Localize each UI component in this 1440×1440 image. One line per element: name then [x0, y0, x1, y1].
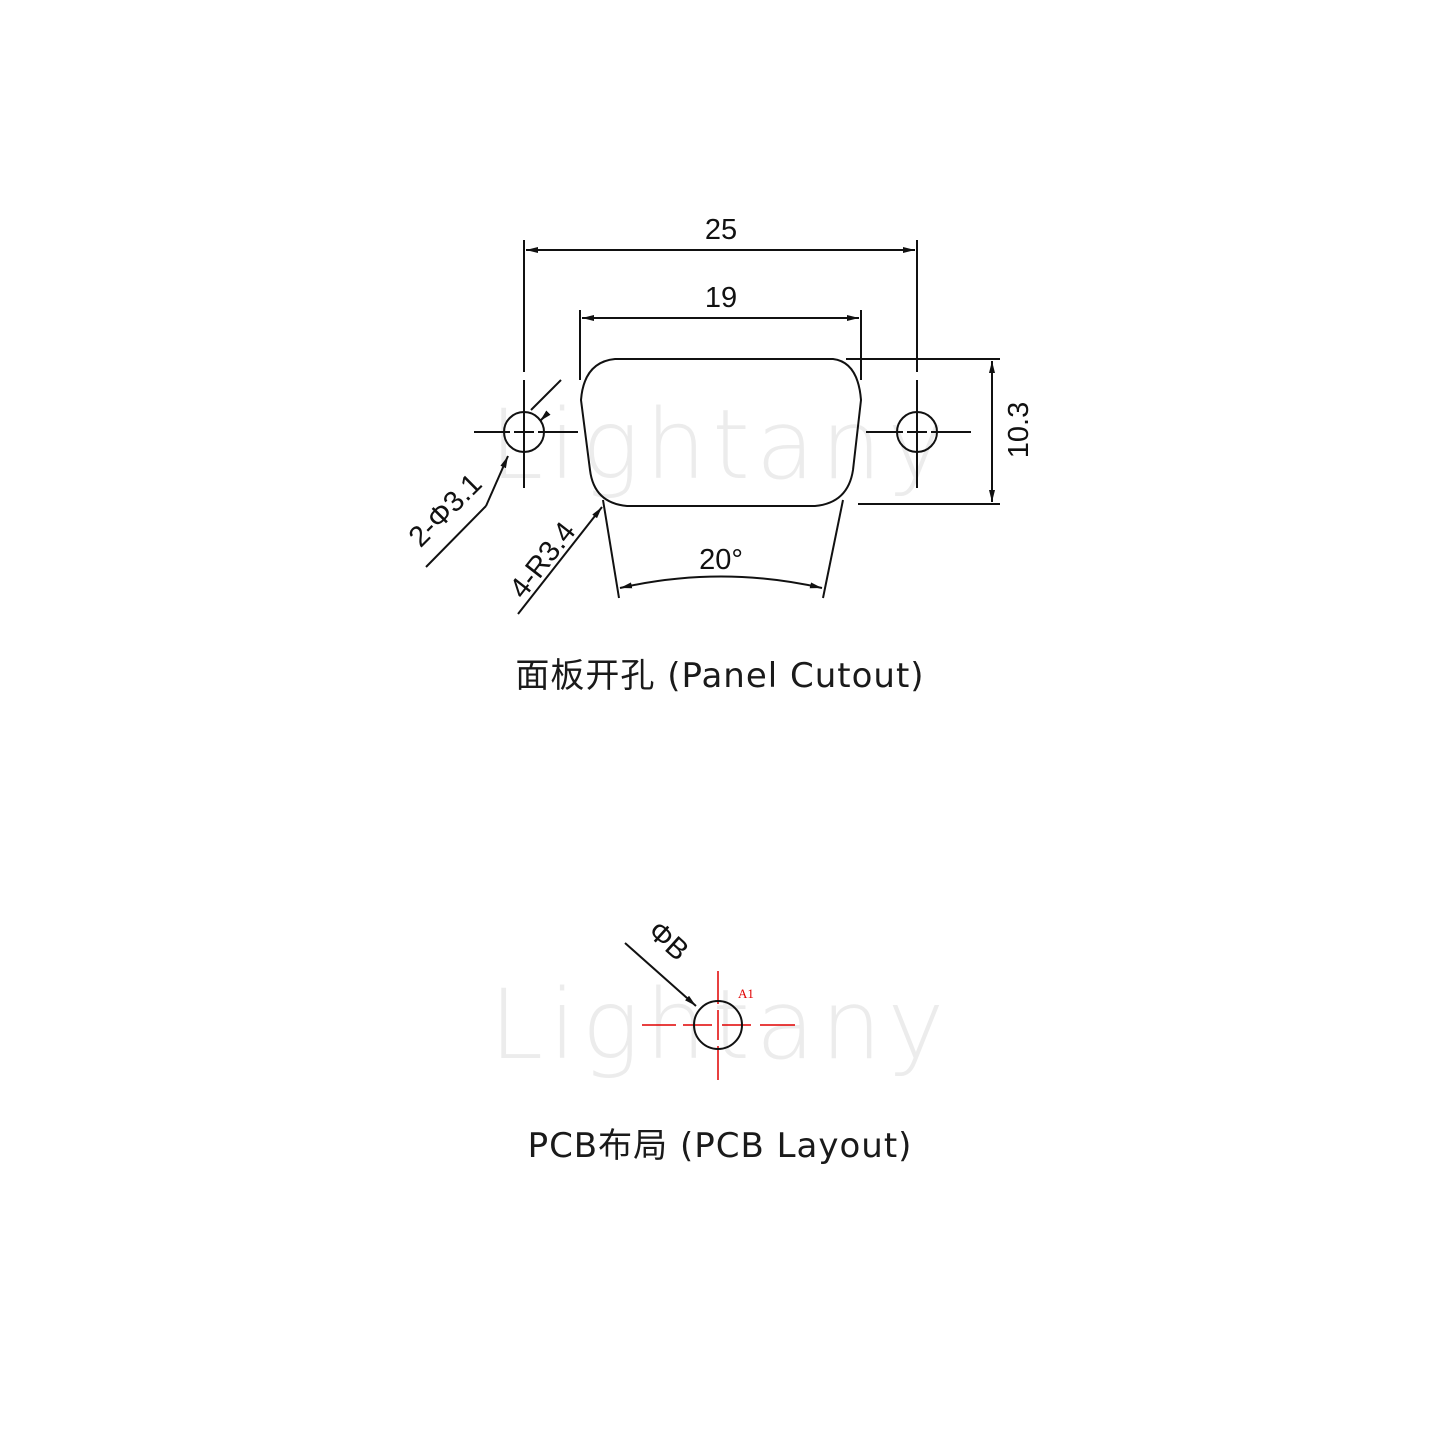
dim-height: 10.3 — [1003, 402, 1035, 458]
panel-cutout-drawing — [425, 240, 1000, 615]
d-sub-cutout-outline — [579, 358, 863, 507]
pin-label-a1: A1 — [738, 986, 754, 1001]
dim-cutout-width: 19 — [705, 282, 737, 314]
watermark-top: Lightany — [490, 389, 951, 501]
pcb-layout-caption: PCB布局 (PCB Layout) — [527, 1126, 913, 1166]
pcb-hole — [693, 1000, 743, 1050]
dim-corner-radius: 4-R3.4 — [504, 516, 583, 604]
pcb-hole-diameter-label: ΦB — [642, 915, 695, 967]
angle-arc-20 — [619, 575, 823, 589]
dim-taper-angle: 20° — [699, 544, 743, 576]
panel-cutout-caption: 面板开孔 (Panel Cutout) — [515, 656, 925, 696]
dim-overall-width: 25 — [705, 214, 737, 246]
dim-mounting-holes: 2-Φ3.1 — [403, 468, 489, 554]
pcb-hole-leader — [624, 942, 697, 1007]
watermark-bottom: Lightany — [490, 969, 951, 1081]
